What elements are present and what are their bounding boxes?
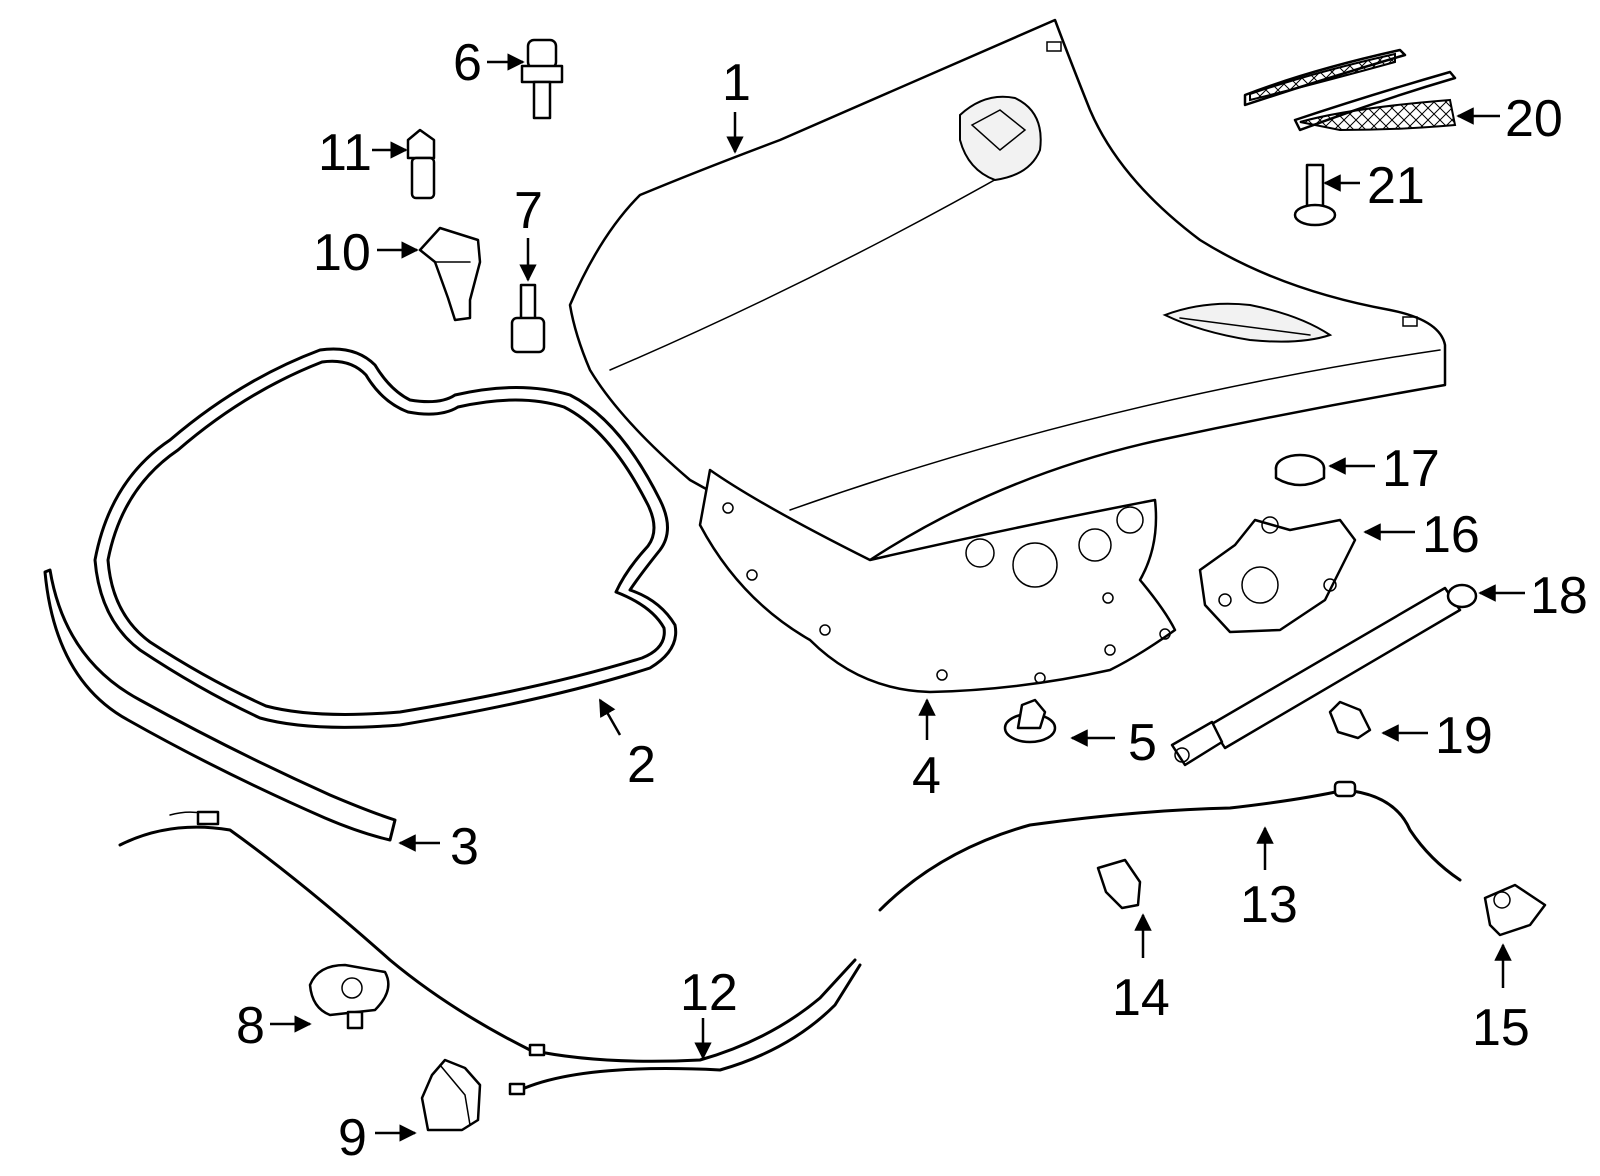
bumper-stud-7 <box>510 283 546 354</box>
bolt-11 <box>406 128 436 200</box>
leader-2 <box>598 698 622 736</box>
nut-19 <box>1328 700 1372 740</box>
plug-17 <box>1274 453 1326 487</box>
callout-10: 10 <box>313 224 371 282</box>
callout-7: 7 <box>514 182 543 240</box>
hood-grille-20 <box>1243 48 1457 132</box>
release-handle-9 <box>420 1058 482 1132</box>
callout-14: 14 <box>1112 969 1170 1027</box>
hood-seal <box>93 347 678 729</box>
callout-12: 12 <box>680 964 738 1022</box>
clip-5 <box>1003 698 1057 744</box>
callout-8: 8 <box>236 997 265 1055</box>
callout-1: 1 <box>722 54 751 112</box>
callout-18: 18 <box>1530 567 1588 625</box>
bolt-21 <box>1293 163 1337 227</box>
callout-6: 6 <box>453 34 482 92</box>
release-cable-12 <box>118 810 862 1096</box>
callout-9: 9 <box>338 1109 367 1167</box>
leader-lines <box>270 53 1525 1142</box>
callout-17: 17 <box>1382 440 1440 498</box>
callout-20: 20 <box>1505 90 1563 148</box>
callout-19: 19 <box>1435 707 1493 765</box>
callout-13: 13 <box>1240 876 1298 934</box>
callout-3: 3 <box>450 818 479 876</box>
callout-4: 4 <box>912 747 941 805</box>
callout-2: 2 <box>627 736 656 794</box>
release-cable-13 <box>878 780 1462 912</box>
callout-5: 5 <box>1128 714 1157 772</box>
lift-support-18 <box>1170 583 1478 767</box>
cable-clip-14 <box>1096 858 1142 910</box>
hood-panel <box>568 18 1447 562</box>
callout-11: 11 <box>318 124 372 182</box>
latch-bracket-15 <box>1483 883 1547 937</box>
hood-front-seal <box>43 568 397 842</box>
striker-8 <box>308 963 390 1030</box>
bolt-6 <box>520 38 564 120</box>
bracket-10 <box>418 226 482 322</box>
callout-21: 21 <box>1367 157 1425 215</box>
hood-latch-16 <box>1198 516 1357 634</box>
hood-insulator <box>698 468 1177 694</box>
callout-15: 15 <box>1472 999 1530 1057</box>
callout-16: 16 <box>1422 506 1480 564</box>
callout-labels: 1 2 3 4 5 6 7 8 9 10 11 12 13 14 15 16 1… <box>236 34 1588 1167</box>
